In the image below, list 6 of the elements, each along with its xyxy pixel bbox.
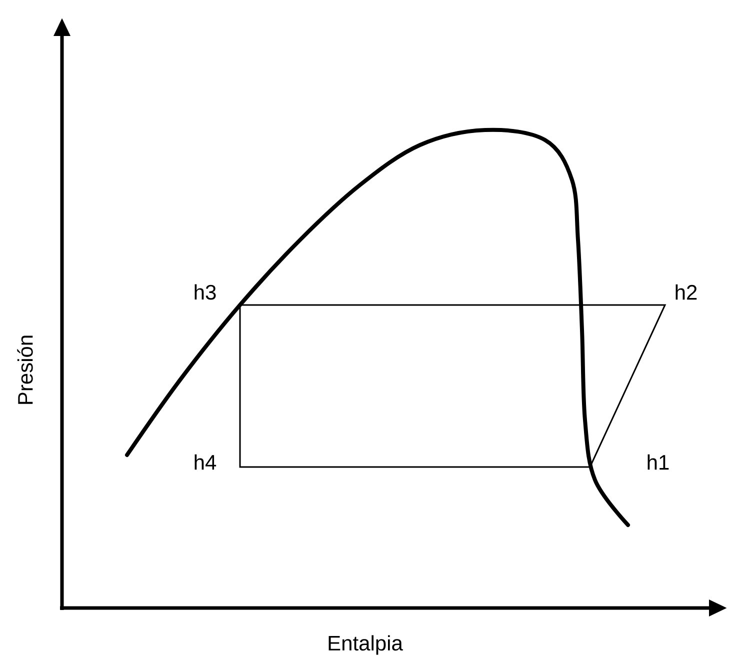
axis-title: Presión	[17, 336, 33, 404]
point-label: h4	[194, 454, 216, 470]
point-label: h1	[648, 454, 669, 470]
point-label: h3	[194, 284, 216, 300]
point-label: h2	[676, 284, 697, 300]
axis-title: Entalpia	[328, 635, 403, 655]
